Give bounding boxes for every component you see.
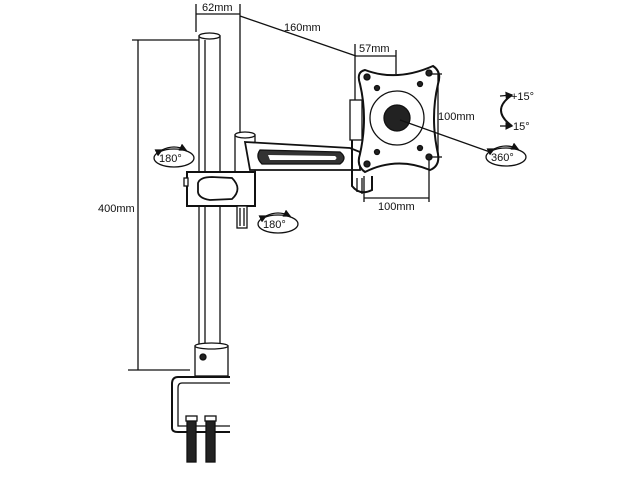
- pole-height-dimension: 400mm: [98, 39, 200, 371]
- arm-length-label: 160mm: [284, 22, 321, 34]
- vesa-height-label: 100mm: [438, 111, 475, 123]
- tilt-up-label: +15°: [511, 91, 534, 103]
- vesa-plate: [357, 64, 441, 174]
- vesa-height-dimension: 100mm: [430, 73, 475, 158]
- tilt-down-label: 15°: [513, 121, 530, 133]
- tilt-depth-dimension: 57mm: [354, 43, 397, 100]
- pole-bracket: [183, 171, 256, 229]
- arm: [234, 131, 361, 176]
- tilt-depth-label: 57mm: [359, 43, 390, 55]
- pole-swivel-indicator: 180°: [153, 143, 195, 168]
- vesa-width-dimension: 100mm: [363, 160, 430, 213]
- screen-rotation-label: 360°: [491, 152, 514, 164]
- arm-swivel-label: 180°: [263, 219, 286, 231]
- tilt-bracket: [349, 99, 373, 194]
- arm-swivel-indicator: 180°: [257, 209, 299, 234]
- pole-swivel-label: 180°: [159, 153, 182, 165]
- vesa-width-label: 100mm: [378, 201, 415, 213]
- arm-length-dimension: 160mm: [239, 15, 357, 57]
- pole-height-label: 400mm: [98, 203, 135, 215]
- screen-rotation-indicator: 360°: [399, 119, 527, 167]
- arm-offset-label: 62mm: [202, 2, 233, 14]
- arm-offset-dimension: 62mm: [195, 2, 241, 132]
- desk-clamp: [171, 342, 230, 463]
- tilt-indicator: +15° 15°: [499, 91, 534, 133]
